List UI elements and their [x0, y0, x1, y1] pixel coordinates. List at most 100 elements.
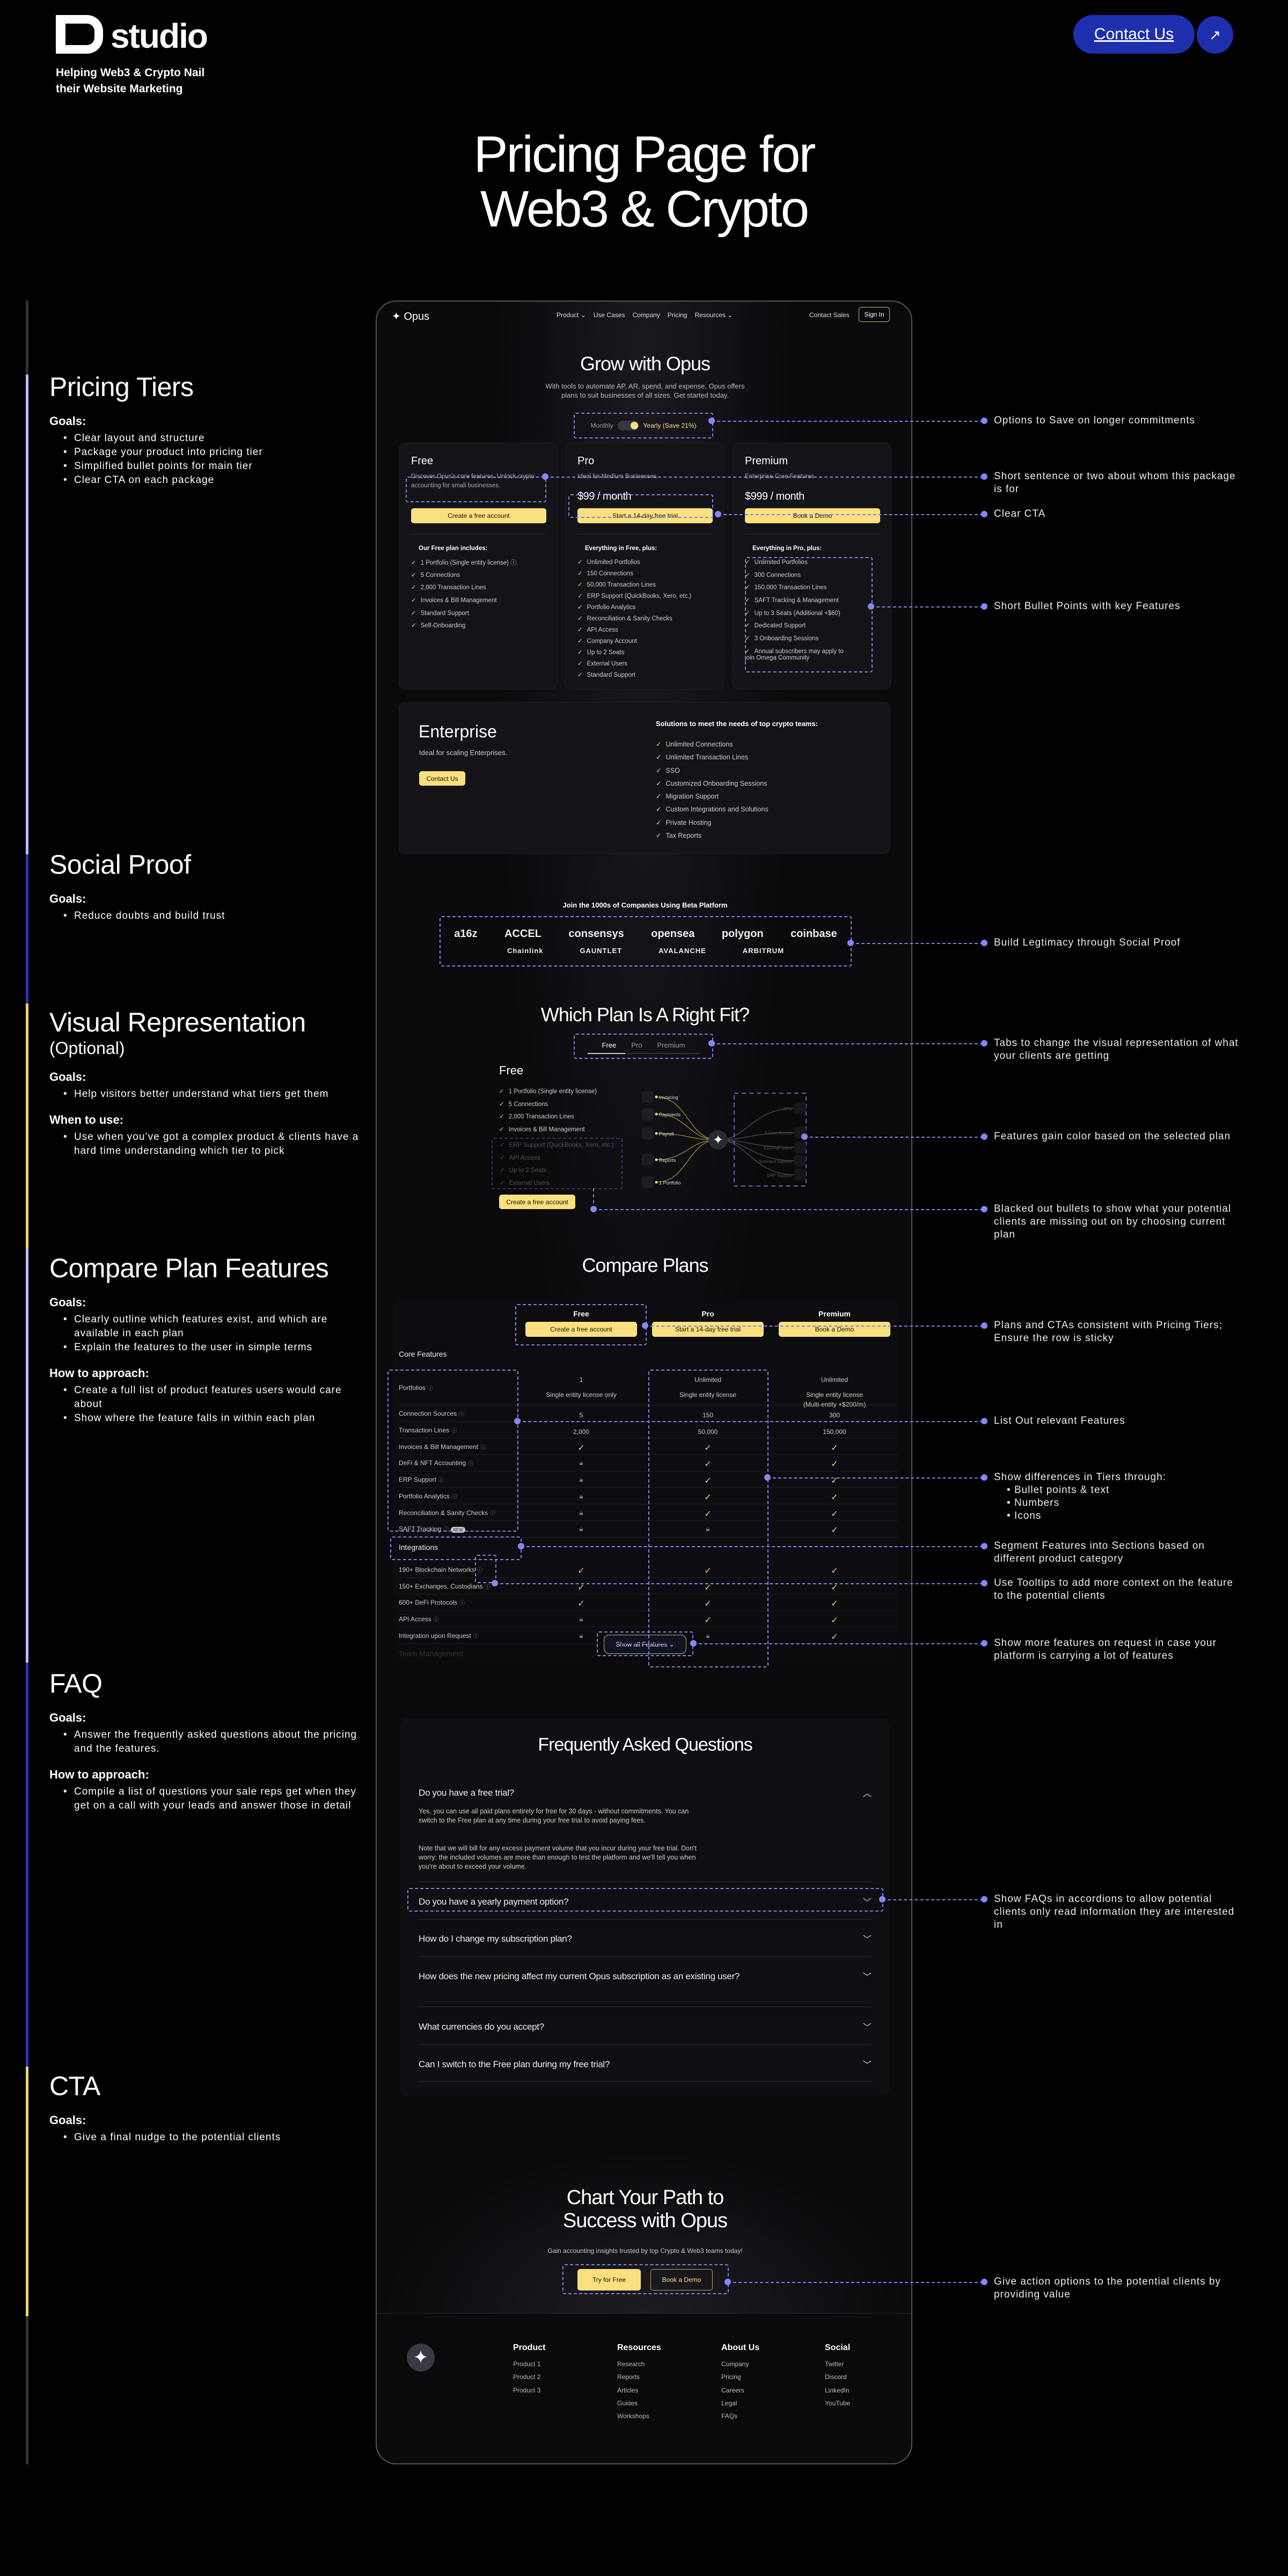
annotation-label: List Out relevant Features [994, 1415, 1125, 1426]
info-tooltip-icon[interactable]: ⓘ [485, 1584, 491, 1590]
footer-link[interactable]: YouTube [825, 2399, 851, 2407]
chevron-down-icon[interactable]: ﹀ [863, 1973, 872, 1982]
nav-item[interactable]: Use Cases [593, 311, 625, 319]
faq-question[interactable]: Do you have a yearly payment option? [419, 1897, 569, 1907]
fit-create-account-button[interactable]: Create a free account [499, 1195, 575, 1209]
plan-cta-button[interactable]: Start a 14-day free trial [577, 508, 713, 523]
info-tooltip-icon[interactable]: ⓘ [459, 1600, 465, 1607]
plan-feature-text: Dedicated Support [754, 623, 806, 630]
info-tooltip-icon[interactable]: ⓘ [443, 1527, 449, 1533]
show-all-features-button[interactable]: Show all Features ⌄ [604, 1635, 686, 1654]
nav-item[interactable]: Pricing [667, 311, 687, 319]
compare-plan-cta[interactable]: Book a Demo [779, 1322, 890, 1337]
contact-us-button[interactable]: Contact Us [1073, 15, 1195, 54]
monthly-label[interactable]: Monthly [590, 422, 613, 429]
info-tooltip-icon[interactable]: ⓘ [428, 1385, 434, 1392]
faq-question[interactable]: Can I switch to the Free plan during my … [419, 2059, 610, 2069]
annotation-dot [981, 603, 987, 610]
footer-link[interactable]: Company [721, 2360, 749, 2368]
plan-feature: ✓Unlimited Portfolios [577, 558, 691, 569]
contact-sales-link[interactable]: Contact Sales [809, 311, 850, 319]
footer-link[interactable]: Legal [721, 2399, 737, 2407]
info-tooltip-icon[interactable]: ⓘ [468, 1461, 474, 1467]
compare-cell: ✓ [645, 1598, 771, 1609]
compare-cell: ✓ [645, 1582, 771, 1593]
feature-text: API Access [509, 1154, 540, 1161]
footer-link[interactable]: Product 1 [513, 2360, 541, 2368]
diagram-node-dot [655, 1158, 658, 1161]
feature-list-highlight [387, 1370, 518, 1532]
footer-link[interactable]: FAQs [721, 2412, 738, 2420]
arrow-up-right-icon[interactable]: ↗ [1197, 16, 1233, 54]
footer-link[interactable]: Product 3 [513, 2386, 541, 2394]
nav-item[interactable]: Product ⌄ [557, 311, 586, 319]
company-logo: AVALANCHE [658, 947, 706, 955]
yearly-label[interactable]: Yearly (Save 21%) [643, 422, 697, 429]
footer-link[interactable]: Discord [825, 2373, 847, 2381]
info-tooltip-icon[interactable]: ⓘ [490, 1510, 496, 1517]
footer-link[interactable]: Articles [617, 2386, 639, 2394]
feature-text: Up to 2 Seats [509, 1167, 547, 1174]
plan-cta-button[interactable]: Book a Demo [745, 508, 880, 523]
compare-plan-cta[interactable]: Start a 14-day free trial [652, 1322, 764, 1337]
enterprise-contact-button[interactable]: Contact Us [419, 771, 465, 786]
tab-premium[interactable]: Premium [657, 1041, 685, 1049]
info-tooltip-icon[interactable]: ⓘ [459, 1411, 465, 1418]
footer-link[interactable]: Pricing [721, 2373, 741, 2381]
billing-switch[interactable] [617, 421, 639, 430]
info-tooltip-icon[interactable]: ⓘ [473, 1633, 479, 1640]
info-tooltip-icon[interactable]: ⓘ [451, 1428, 457, 1435]
try-for-free-button[interactable]: Try for Free [577, 2269, 641, 2290]
plan-name: Pro [577, 455, 595, 467]
info-tooltip-icon[interactable]: ⓘ [477, 1567, 482, 1574]
footer-link[interactable]: Reports [617, 2373, 640, 2381]
chevron-down-icon[interactable]: ﹀ [863, 2061, 872, 2070]
info-tooltip-icon[interactable]: ⓘ [451, 1494, 457, 1500]
nav-item[interactable]: Company [632, 311, 660, 319]
plan-cta-button[interactable]: Create a free account [411, 508, 546, 523]
footer-link[interactable]: LinkedIn [825, 2386, 850, 2394]
opus-logo[interactable]: ✦ Opus [392, 310, 429, 323]
billing-toggle[interactable]: Monthly Yearly (Save 21%) [574, 413, 713, 438]
footer-link[interactable]: Product 2 [513, 2373, 541, 2381]
nav-item[interactable]: Resources ⌄ [694, 311, 733, 319]
chevron-down-icon[interactable]: ﹀ [863, 2023, 872, 2032]
faq-question[interactable]: What currencies do you accept? [419, 2022, 544, 2032]
chevron-up-icon[interactable]: ︿ [863, 1789, 872, 1798]
compare-plan-cta[interactable]: Create a free account [525, 1322, 637, 1337]
diagram-node-label: Payments [659, 1112, 681, 1117]
footer-sparkle-icon[interactable]: ✦ [407, 2344, 435, 2372]
info-tooltip-icon[interactable]: ⓘ [480, 1444, 486, 1451]
chevron-down-icon[interactable]: ﹀ [863, 1935, 872, 1944]
tab-pro[interactable]: Pro [631, 1041, 642, 1049]
sign-in-button[interactable]: Sign In [859, 307, 890, 322]
pricing-subtitle-1: With tools to automate AP, AR, spend, an… [545, 382, 745, 390]
faq-question[interactable]: How does the new pricing affect my curre… [419, 1971, 740, 1981]
check-icon: ✓ [656, 832, 662, 840]
footer-link[interactable]: Twitter [825, 2360, 844, 2368]
tab-free[interactable]: Free [602, 1041, 617, 1049]
compare-cell: 150,000 [771, 1426, 898, 1438]
faq-question[interactable]: How do I change my subscription plan? [419, 1934, 572, 1944]
progress-bar-visual [26, 1004, 28, 1248]
footer-link[interactable]: Research [617, 2360, 645, 2368]
info-tooltip-icon[interactable]: ⓘ [438, 1477, 444, 1484]
annotation-dot [868, 603, 874, 610]
annotation-dot [981, 2279, 987, 2285]
cell-value: 300 [829, 1411, 840, 1419]
annotation-label: Use Tooltips to add more context on the … [994, 1577, 1233, 1601]
chevron-down-icon[interactable]: ﹀ [863, 1898, 872, 1907]
footer-link[interactable]: Guides [617, 2399, 638, 2407]
footer-link[interactable]: Workshops [617, 2412, 649, 2420]
book-demo-button[interactable]: Book a Demo [650, 2269, 713, 2290]
annotation-dot [690, 1640, 697, 1646]
annotation-dot [708, 1040, 715, 1046]
info-tooltip-icon[interactable]: ⓘ [433, 1617, 439, 1623]
faq-question[interactable]: Do you have a free trial? [419, 1788, 514, 1798]
plan-feature-list: ✓Unlimited Portfolios✓300 Connections✓15… [745, 558, 852, 661]
footer-link[interactable]: Careers [721, 2386, 744, 2394]
